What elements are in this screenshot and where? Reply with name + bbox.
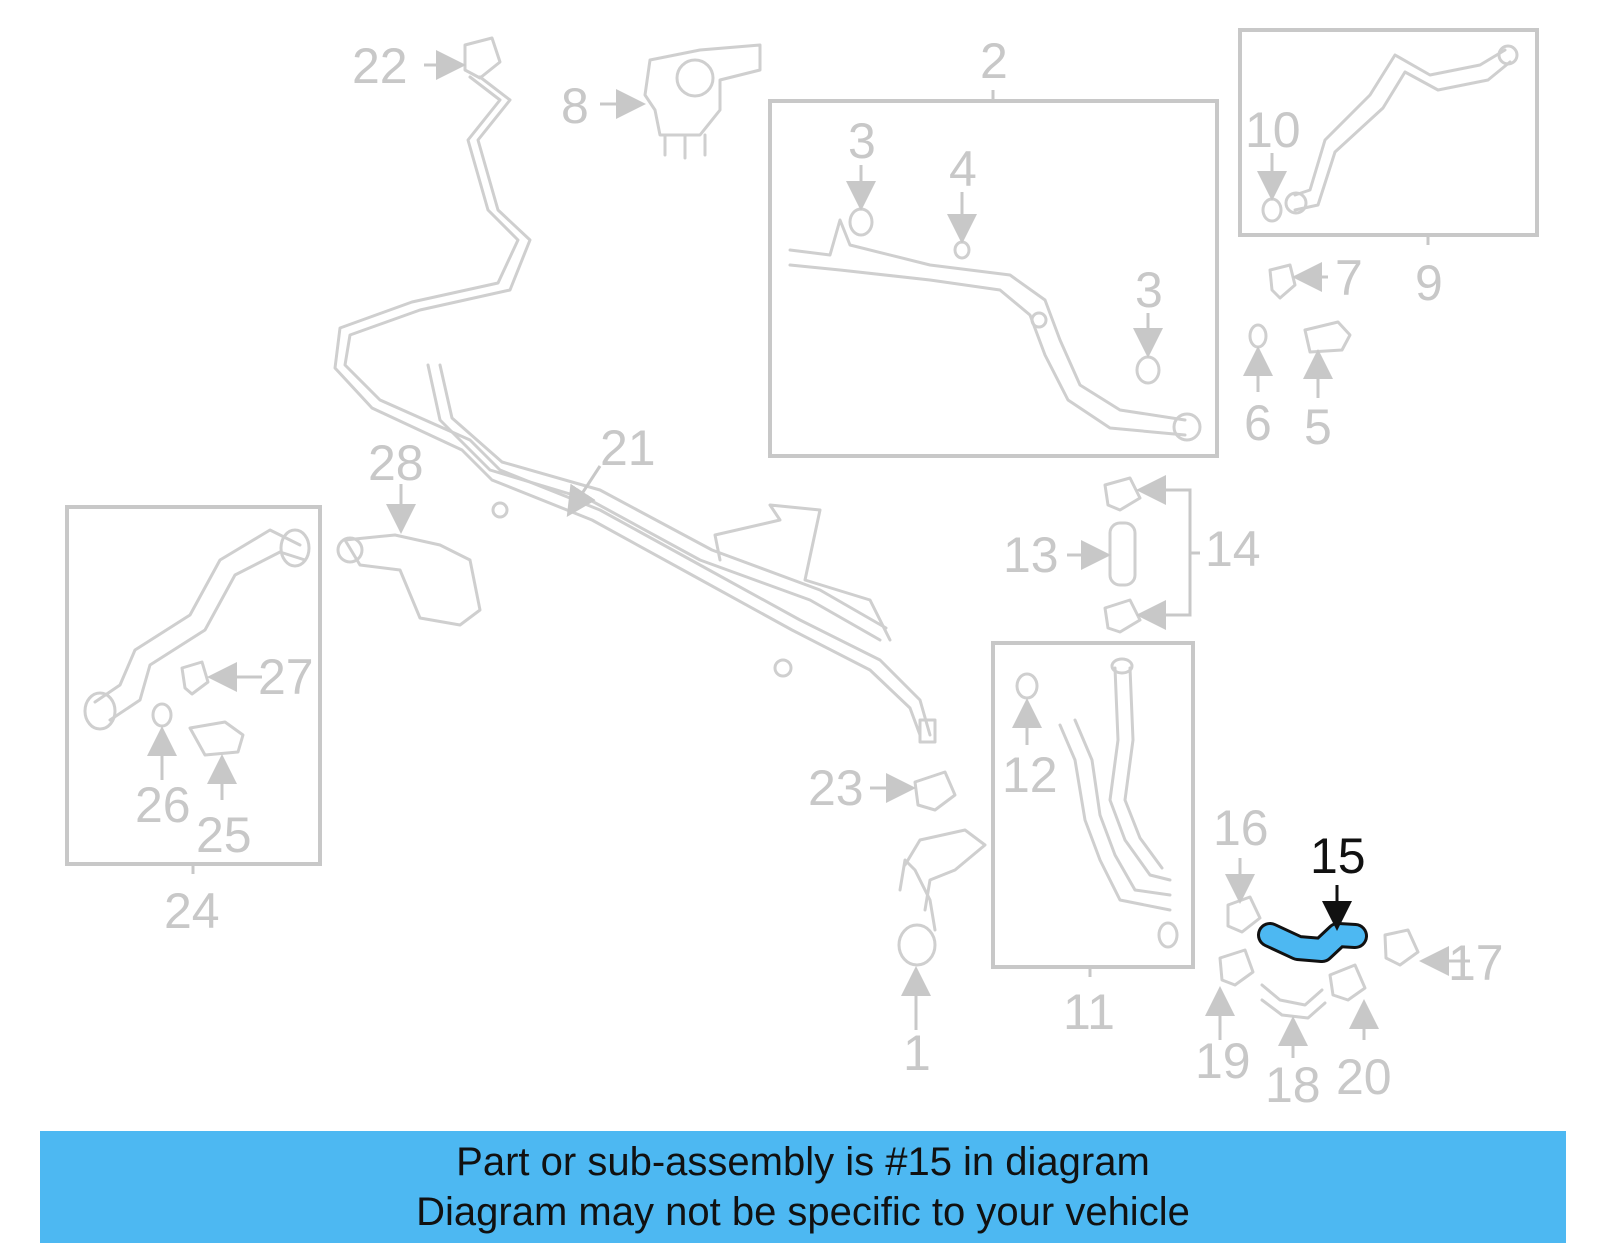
- label-25: 25: [196, 807, 252, 863]
- label-10: 10: [1245, 102, 1301, 158]
- label-16: 16: [1213, 800, 1269, 856]
- label-11: 11: [1063, 984, 1115, 1040]
- label-15: 15: [1310, 828, 1366, 884]
- label-24: 24: [164, 883, 220, 939]
- label-9: 9: [1415, 255, 1443, 311]
- washer-10: [1261, 197, 1283, 223]
- washer-26: [151, 702, 173, 728]
- label-7: 7: [1335, 250, 1363, 306]
- washer-3a: [848, 207, 874, 237]
- clamp-16: [1226, 895, 1262, 934]
- clip-7: [1268, 263, 1297, 300]
- label-2: 2: [980, 33, 1008, 89]
- hose-18: [1260, 983, 1327, 1020]
- label-26: 26: [135, 777, 191, 833]
- label-28: 28: [368, 435, 424, 491]
- label-23: 23: [808, 760, 864, 816]
- clamp-19: [1218, 948, 1255, 987]
- label-27: 27: [258, 649, 314, 705]
- label-20: 20: [1336, 1049, 1392, 1105]
- label-22: 22: [352, 38, 408, 94]
- label-3a: 3: [848, 113, 876, 169]
- pipe-2: [788, 218, 1202, 442]
- label-17: 17: [1448, 935, 1504, 991]
- clamp-14-bottom: [1103, 598, 1142, 634]
- hose-13: [1108, 521, 1137, 587]
- sensor-25: [188, 720, 245, 757]
- hose-24: [83, 528, 311, 731]
- hose-1: [897, 828, 987, 967]
- sensor-5: [1303, 320, 1352, 354]
- label-12: 12: [1002, 747, 1058, 803]
- hose-15-highlighted[interactable]: [1257, 922, 1368, 963]
- banner-line-2: Diagram may not be specific to your vehi…: [416, 1190, 1190, 1234]
- label-4: 4: [949, 141, 977, 197]
- clamp-20: [1328, 963, 1367, 1002]
- clamp-22: [463, 36, 502, 80]
- label-19: 19: [1195, 1033, 1251, 1089]
- label-18: 18: [1265, 1057, 1321, 1113]
- label-8: 8: [561, 78, 589, 134]
- label-6: 6: [1244, 395, 1272, 451]
- housing-28: [336, 533, 482, 627]
- banner-line-1: Part or sub-assembly is #15 in diagram: [456, 1140, 1150, 1184]
- washer-12: [1015, 672, 1039, 700]
- label-3b: 3: [1135, 262, 1163, 318]
- clamp-14-top: [1103, 476, 1142, 512]
- pipe-11: [1058, 657, 1179, 949]
- label-14: 14: [1205, 521, 1261, 577]
- label-21: 21: [600, 420, 656, 476]
- clip-27: [180, 660, 210, 696]
- washer-6: [1248, 323, 1268, 349]
- coolant-pipe-21: [333, 75, 937, 744]
- clamp-17: [1383, 928, 1420, 967]
- label-1: 1: [903, 1025, 931, 1081]
- clamp-23: [913, 770, 957, 812]
- pipe-9: [1284, 44, 1519, 215]
- info-banner: Part or sub-assembly is #15 in diagram D…: [40, 1131, 1566, 1243]
- box-11: [991, 641, 1195, 969]
- valve-8: [643, 43, 762, 160]
- label-13: 13: [1003, 527, 1059, 583]
- box-9: [1238, 28, 1539, 237]
- label-5: 5: [1304, 399, 1332, 455]
- leader-lines: [147, 50, 1470, 1058]
- washer-3b: [1135, 355, 1161, 385]
- washer-4: [953, 240, 971, 260]
